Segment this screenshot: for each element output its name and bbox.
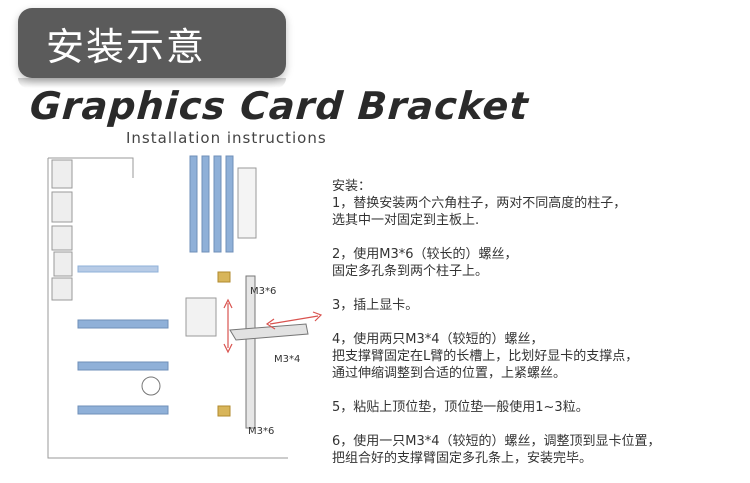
label-m3x6-bottom: M3*6	[248, 426, 274, 437]
instruction-step-3: 3，插上显卡。	[332, 297, 747, 314]
instruction-step-1: 1，替换安装两个六角柱子，两对不同高度的柱子， 选其中一对固定到主板上.	[332, 195, 747, 229]
header-badge-text: 安装示意	[46, 24, 207, 69]
chipset	[185, 297, 217, 337]
page-subtitle: Installation instructions	[126, 129, 327, 147]
pcie-slots	[77, 265, 169, 415]
instruction-step-6: 6，使用一只M3*4（较短的）螺丝，调整顶到显卡位置， 把组合好的支撑臂固定多孔条…	[332, 433, 747, 467]
instruction-line: 5，粘贴上顶位垫，顶位垫一般使用1~3粒。	[332, 400, 589, 415]
instruction-step-2: 2，使用M3*6（较长的）螺丝， 固定多孔条到两个柱子上。	[332, 246, 747, 280]
label-m3x6-top: M3*6	[250, 286, 276, 297]
instruction-line: 把支撑臂固定在L臂的长槽上，比划好显卡的支撑点，	[332, 349, 639, 364]
instruction-line: 选其中一对固定到主板上.	[332, 213, 480, 228]
instruction-line: 通过伸缩调整到合适的位置，上紧螺丝。	[332, 366, 567, 381]
instruction-line: 6，使用一只M3*4（较短的）螺丝，调整顶到显卡位置，	[332, 434, 661, 449]
instructions-heading: 安装：	[332, 179, 372, 194]
standoff-bottom	[217, 405, 231, 417]
instruction-line: 3，插上显卡。	[332, 298, 419, 313]
label-m3x4: M3*4	[274, 354, 300, 365]
header-badge: 安装示意	[18, 8, 286, 88]
instructions: 安装： 1，替换安装两个六角柱子，两对不同高度的柱子， 选其中一对固定到主板上. 2…	[332, 178, 747, 467]
instruction-line: 把组合好的支撑臂固定多孔条上，安装完毕。	[332, 451, 593, 466]
instruction-step-4: 4，使用两只M3*4（较短的）螺丝， 把支撑臂固定在L臂的长槽上，比划好显卡的支撑…	[332, 331, 747, 382]
support-arm	[229, 323, 309, 341]
standoff-top	[217, 271, 231, 283]
instruction-line: 1，替换安装两个六角柱子，两对不同高度的柱子，	[332, 196, 627, 211]
instruction-line: 4，使用两只M3*4（较短的）螺丝，	[332, 332, 544, 347]
support-bar	[245, 275, 256, 429]
cmos-battery	[141, 376, 161, 396]
page-title: Graphics Card Bracket	[28, 84, 531, 128]
instruction-step-5: 5，粘贴上顶位垫，顶位垫一般使用1~3粒。	[332, 399, 747, 416]
adjust-arrows	[223, 298, 323, 354]
instruction-line: 固定多孔条到两个柱子上。	[332, 264, 489, 279]
installation-diagram: M3*6 M3*4 M3*6	[47, 155, 323, 459]
power-connector	[237, 167, 257, 239]
instruction-line: 2，使用M3*6（较长的）螺丝，	[332, 247, 518, 262]
ram-slots	[189, 155, 234, 253]
motherboard-outline	[47, 157, 288, 459]
io-ports	[51, 159, 73, 301]
